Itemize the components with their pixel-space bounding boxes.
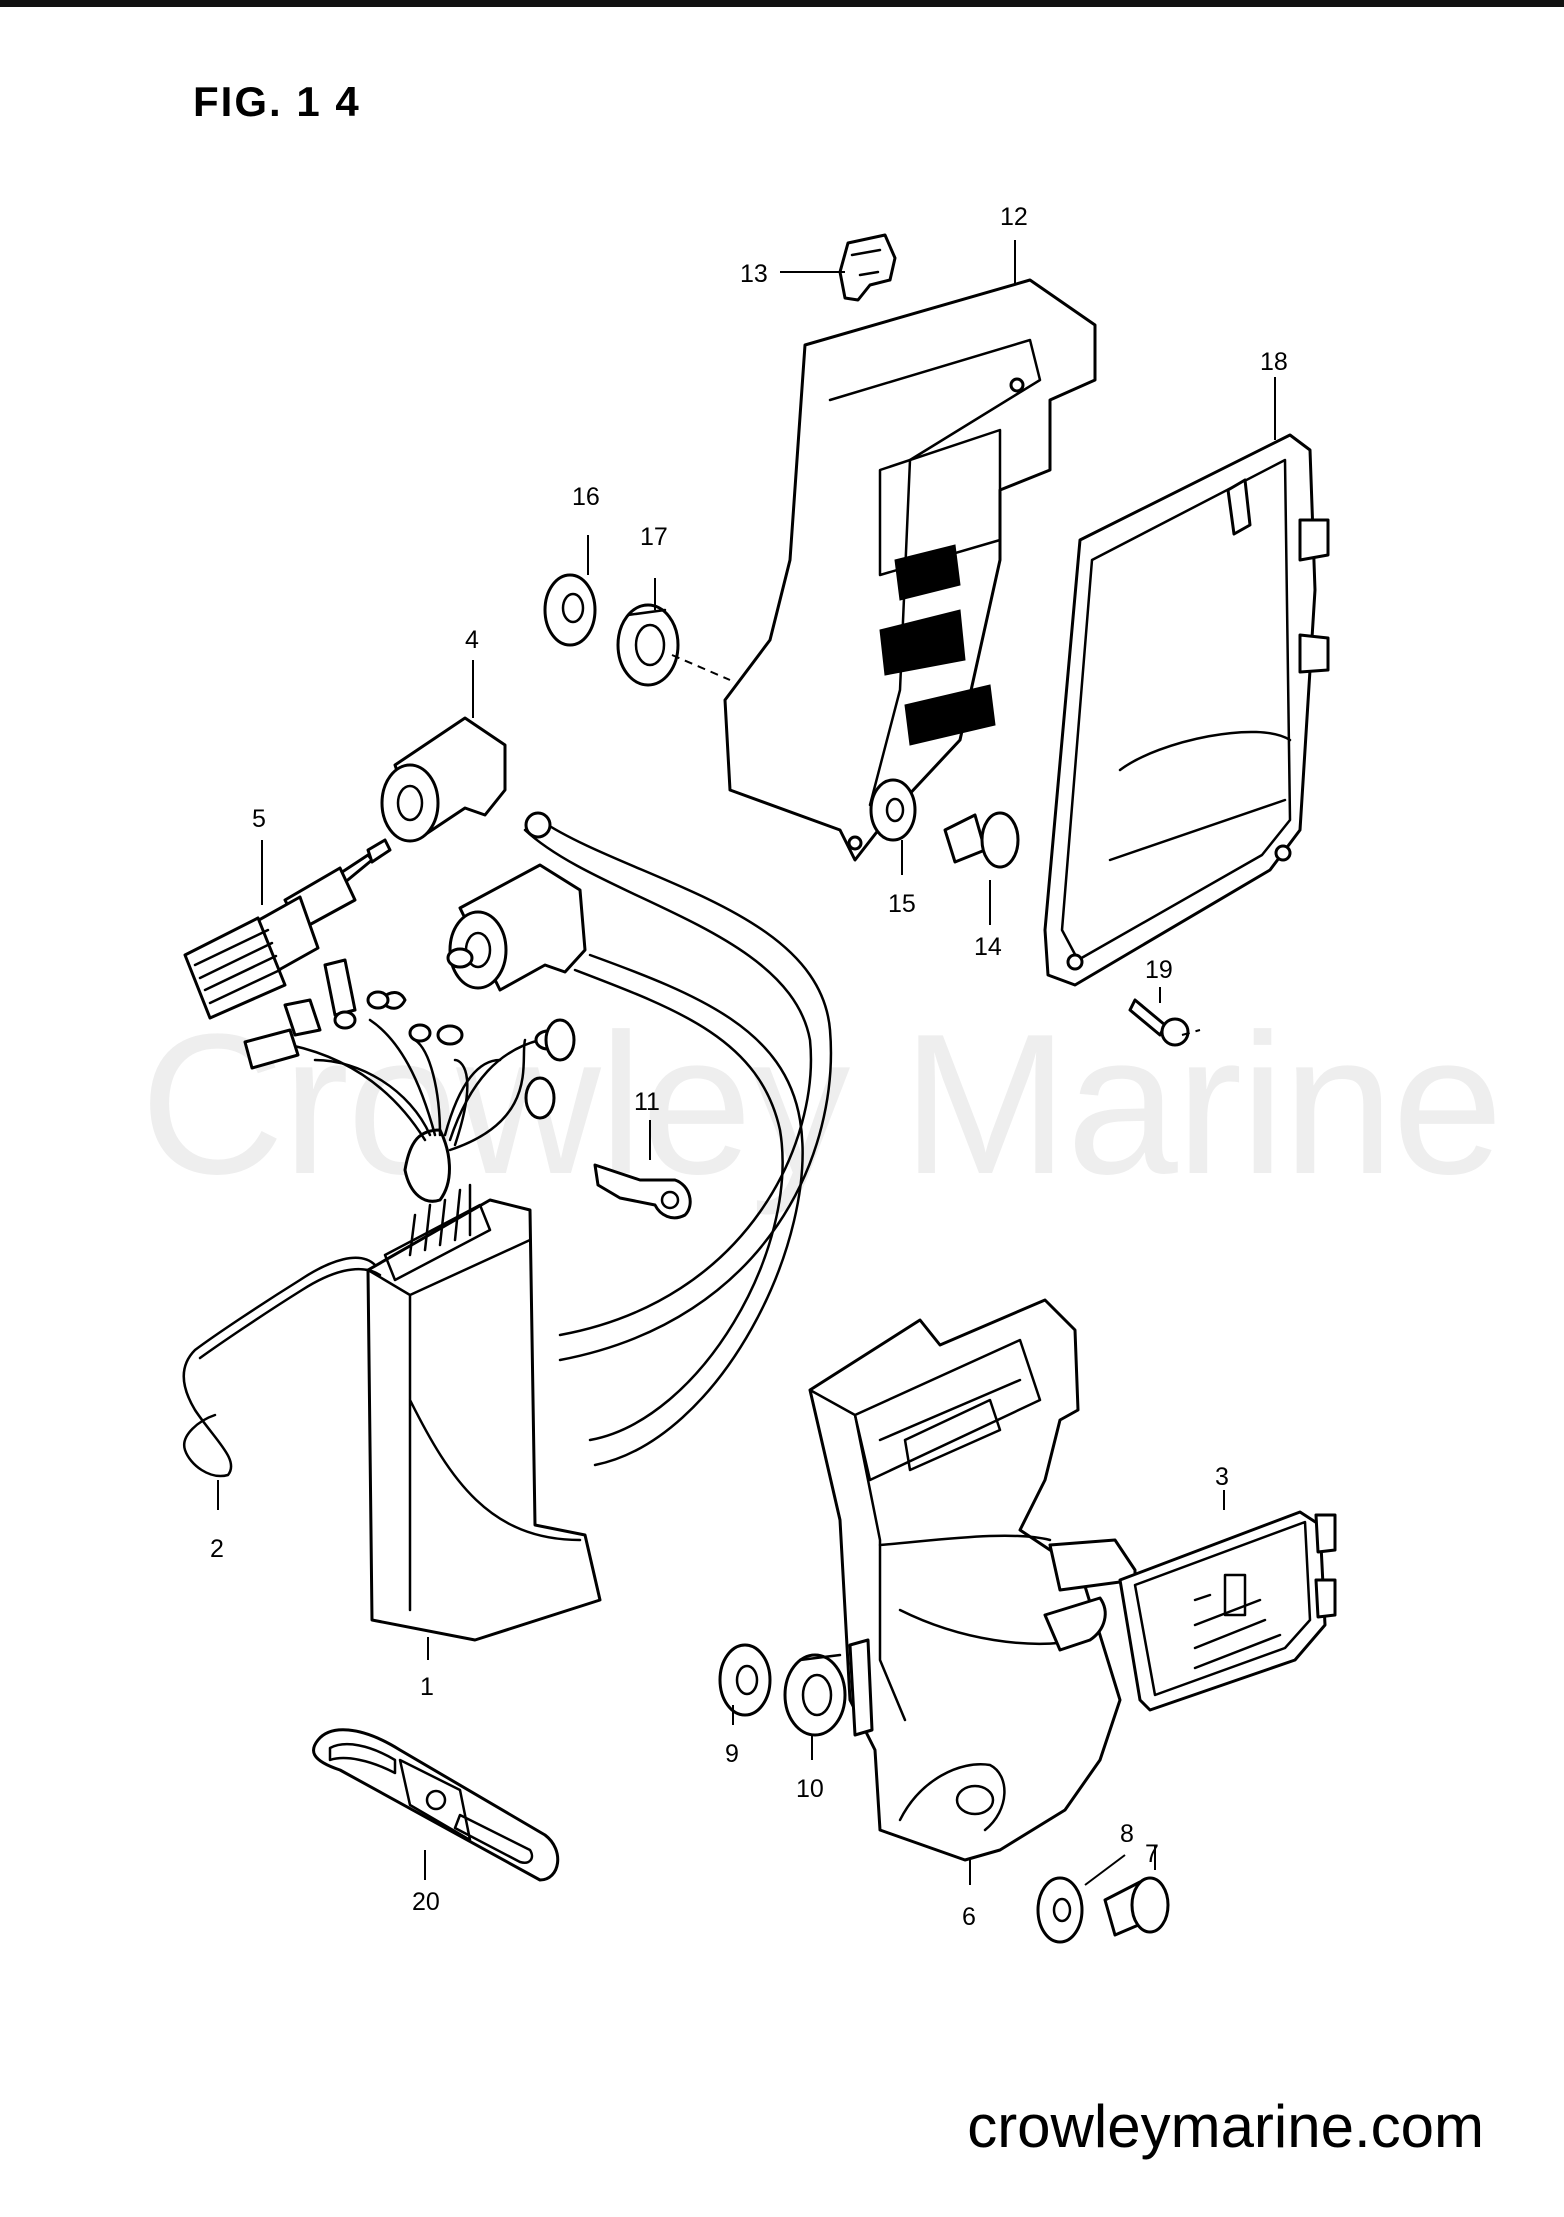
callout-9: 9 xyxy=(725,1740,739,1768)
part-15-washer xyxy=(869,778,917,842)
callout-12: 12 xyxy=(1000,203,1028,231)
part-7-bolt xyxy=(1103,1876,1170,1937)
callout-3: 3 xyxy=(1215,1463,1229,1491)
callout-8: 8 xyxy=(1120,1820,1134,1848)
callout-19: 19 xyxy=(1145,956,1173,984)
callout-16: 16 xyxy=(572,483,600,511)
part-5-spark-plug xyxy=(183,838,392,1020)
part-11-clamp xyxy=(593,1163,692,1220)
part-8-washer xyxy=(1036,1876,1084,1944)
part-10-grommet xyxy=(783,1653,847,1737)
alignment-line xyxy=(1181,1029,1201,1036)
callout-10: 10 xyxy=(796,1775,824,1803)
part-2-loop-wire xyxy=(182,1256,382,1478)
callout-4: 4 xyxy=(465,626,479,654)
part-1-cdi-unit xyxy=(366,1128,602,1642)
wire-harness xyxy=(243,947,576,1152)
site-url: crowleymarine.com xyxy=(967,2093,1484,2160)
callout-17: 17 xyxy=(640,523,668,551)
callout-14: 14 xyxy=(974,933,1002,961)
part-6-lower-case xyxy=(808,1298,1122,1862)
callout-11: 11 xyxy=(634,1088,660,1116)
alignment-line xyxy=(671,654,731,681)
callout-15: 15 xyxy=(888,890,916,918)
part-17-grommet xyxy=(616,603,680,687)
watermark: Crowley Marine xyxy=(140,993,1503,1216)
leader-lines xyxy=(217,240,1276,1886)
part-4-plug-cap xyxy=(380,716,587,992)
part-3-lid xyxy=(1043,1510,1337,1712)
callout-1: 1 xyxy=(420,1673,434,1701)
part-18-cover xyxy=(1043,433,1330,987)
part-13-clip xyxy=(838,233,897,302)
callout-6: 6 xyxy=(962,1903,976,1931)
part-9-washer xyxy=(718,1643,772,1717)
part-20-bracket xyxy=(312,1728,560,1882)
top-rule xyxy=(0,0,1564,7)
callout-13: 13 xyxy=(740,260,768,288)
callout-5: 5 xyxy=(252,805,266,833)
part-12-case xyxy=(723,278,1097,862)
callout-18: 18 xyxy=(1260,348,1288,376)
part-19-screw xyxy=(1128,998,1190,1047)
callout-7: 7 xyxy=(1145,1840,1159,1868)
figure-title: FIG. 1 4 xyxy=(193,78,361,125)
callout-2: 2 xyxy=(210,1535,224,1563)
leads xyxy=(523,811,833,1467)
part-14-bolt xyxy=(943,811,1020,869)
part-16-washer xyxy=(543,573,597,647)
callouts: 1 2 3 4 5 6 7 8 9 10 11 12 13 14 15 16 1… xyxy=(210,203,1288,1931)
callout-20: 20 xyxy=(412,1888,440,1916)
